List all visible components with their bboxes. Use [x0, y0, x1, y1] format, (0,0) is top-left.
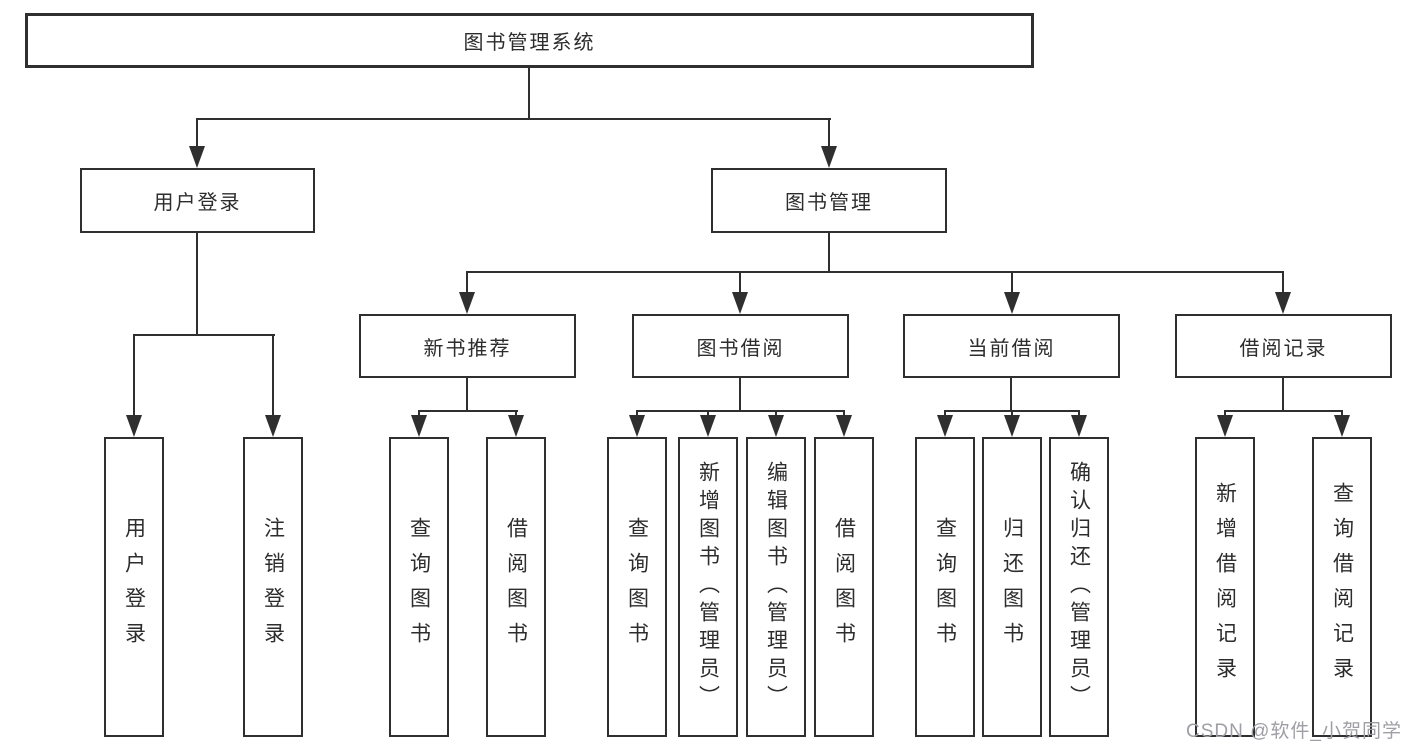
node-book-borrow: 图书借阅: [632, 314, 849, 378]
edge-root-trunk: [528, 68, 530, 120]
leaf-borrow-edit-books-admin: 编辑图书（管理员）: [746, 437, 806, 737]
edge-level3-bus: [466, 271, 1284, 273]
leaf-logout-label: 注销登录: [261, 517, 285, 657]
arrowhead-down-icon: [1004, 415, 1020, 437]
edge-drop-new-book-recommend: [466, 271, 468, 293]
edge-user-login-trunk: [196, 233, 198, 336]
edge-borrow-records-trunk: [1282, 378, 1284, 412]
leaf-recommend-query-books: 查询图书: [389, 437, 449, 737]
leaf-current-query-books-label: 查询图书: [933, 517, 957, 657]
edge-drop-leaf-user-login: [133, 334, 135, 415]
edge-drop-book-borrow: [739, 271, 741, 293]
edge-book-borrow-bus: [636, 410, 845, 412]
leaf-borrow-query-books-label: 查询图书: [625, 517, 649, 657]
leaf-records-add-record-label: 新增借阅记录: [1213, 482, 1237, 692]
arrowhead-down-icon: [1071, 415, 1087, 437]
edge-drop-bb-borrow: [843, 410, 845, 418]
edge-drop-br-add: [1224, 410, 1226, 418]
leaf-recommend-borrow-books-label: 借阅图书: [504, 517, 528, 657]
node-root-library-system: 图书管理系统: [25, 13, 1034, 68]
node-root-label: 图书管理系统: [463, 32, 596, 54]
edge-drop-leaf-logout: [272, 334, 274, 415]
edge-book-management-trunk: [828, 233, 830, 273]
arrowhead-down-icon: [411, 415, 427, 437]
leaf-borrow-query-books: 查询图书: [607, 437, 667, 737]
leaf-records-query-record: 查询借阅记录: [1312, 437, 1372, 737]
leaf-user-login-label: 用户登录: [122, 517, 146, 657]
edge-drop-bb-query: [636, 410, 638, 418]
edge-drop-borrow-records: [1282, 271, 1284, 293]
edge-level2-bus: [196, 118, 831, 120]
edge-drop-bb-add: [707, 410, 709, 418]
edge-drop-user-login: [196, 118, 198, 146]
arrowhead-down-icon: [732, 292, 748, 314]
leaf-current-query-books: 查询图书: [915, 437, 975, 737]
arrowhead-down-icon: [126, 415, 142, 437]
leaf-borrow-add-books-admin-label: 新增图书（管理员）: [696, 461, 720, 713]
leaf-current-return-books-label: 归还图书: [1000, 517, 1024, 657]
leaf-user-login: 用户登录: [104, 437, 164, 737]
arrowhead-down-icon: [1217, 415, 1233, 437]
node-current-borrow: 当前借阅: [903, 314, 1120, 378]
edge-recommend-bus: [418, 410, 518, 412]
edge-user-login-bus: [133, 334, 275, 336]
node-borrow-records: 借阅记录: [1175, 314, 1392, 378]
node-book-management: 图书管理: [711, 168, 947, 233]
leaf-records-query-record-label: 查询借阅记录: [1330, 482, 1354, 692]
node-new-book-recommend: 新书推荐: [359, 314, 576, 378]
arrowhead-down-icon: [1334, 415, 1350, 437]
edge-drop-current-borrow: [1011, 271, 1013, 293]
node-book-borrow-label: 图书借阅: [696, 337, 785, 360]
arrowhead-down-icon: [1004, 292, 1020, 314]
node-user-login: 用户登录: [80, 168, 315, 233]
leaf-borrow-borrow-books: 借阅图书: [814, 437, 874, 737]
node-user-login-label: 用户登录: [153, 192, 242, 214]
edge-recommend-trunk: [466, 378, 468, 412]
leaf-recommend-query-books-label: 查询图书: [407, 517, 431, 657]
leaf-borrow-borrow-books-label: 借阅图书: [832, 517, 856, 657]
node-current-borrow-label: 当前借阅: [967, 337, 1056, 360]
arrowhead-down-icon: [836, 415, 852, 437]
edge-drop-rec-query: [418, 410, 420, 418]
leaf-records-add-record: 新增借阅记录: [1195, 437, 1255, 737]
leaf-current-confirm-return-admin-label: 确认归还（管理员）: [1067, 461, 1091, 713]
leaf-borrow-edit-books-admin-label: 编辑图书（管理员）: [764, 461, 788, 713]
edge-drop-book-management: [828, 118, 830, 146]
edge-book-borrow-trunk: [739, 378, 741, 412]
edge-current-borrow-trunk: [1010, 378, 1012, 412]
arrowhead-down-icon: [768, 415, 784, 437]
arrowhead-down-icon: [937, 415, 953, 437]
leaf-borrow-add-books-admin: 新增图书（管理员）: [678, 437, 738, 737]
arrowhead-down-icon: [189, 146, 205, 168]
arrowhead-down-icon: [629, 415, 645, 437]
edge-drop-cb-query: [944, 410, 946, 418]
edge-drop-rec-borrow: [515, 410, 517, 418]
edge-drop-cb-return: [1011, 410, 1013, 418]
node-new-book-recommend-label: 新书推荐: [423, 337, 512, 360]
arrowhead-down-icon: [265, 415, 281, 437]
csdn-watermark: CSDN @软件_小贺同学: [1186, 721, 1402, 742]
edge-drop-bb-edit: [775, 410, 777, 418]
leaf-recommend-borrow-books: 借阅图书: [486, 437, 546, 737]
arrowhead-down-icon: [459, 292, 475, 314]
node-borrow-records-label: 借阅记录: [1239, 337, 1328, 360]
node-book-management-label: 图书管理: [785, 192, 873, 214]
edge-borrow-records-bus: [1224, 410, 1343, 412]
edge-drop-cb-confirm: [1078, 410, 1080, 418]
edge-drop-br-query: [1341, 410, 1343, 418]
arrowhead-down-icon: [700, 415, 716, 437]
arrowhead-down-icon: [1275, 292, 1291, 314]
leaf-current-return-books: 归还图书: [982, 437, 1042, 737]
leaf-logout: 注销登录: [243, 437, 303, 737]
arrowhead-down-icon: [821, 146, 837, 168]
leaf-current-confirm-return-admin: 确认归还（管理员）: [1049, 437, 1109, 737]
arrowhead-down-icon: [508, 415, 524, 437]
